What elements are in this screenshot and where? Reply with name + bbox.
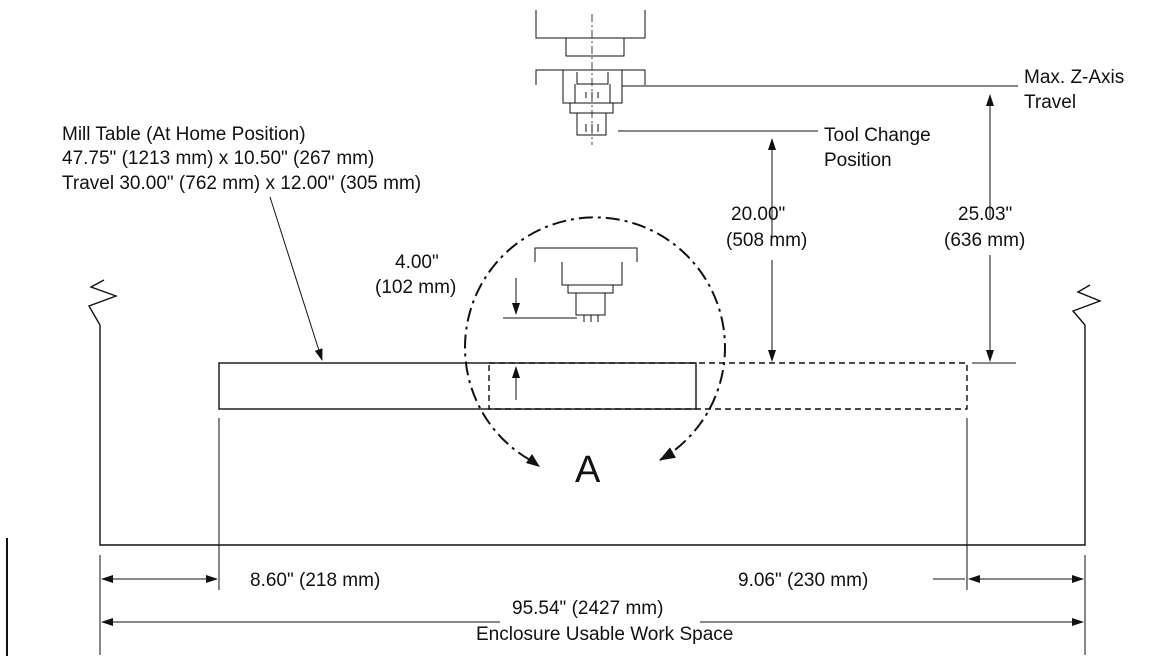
mill-table (218, 362, 697, 410)
dim-left-label: 8.60" (218 mm) (250, 570, 380, 591)
mill-table-title: Mill Table (At Home Position) (62, 124, 306, 145)
rotation-label: A (575, 449, 601, 491)
mill-table-size: 47.75" (1213 mm) x 10.50" (267 mm) (62, 148, 374, 169)
enclosure-label: Enclosure Usable Work Space (476, 624, 733, 645)
dim-20-mm: (508 mm) (726, 230, 807, 251)
dim-25-mm: (636 mm) (944, 230, 1025, 251)
dim-4-arrows (503, 278, 577, 400)
dim-4-mm: (102 mm) (375, 277, 456, 298)
max-z-label-2: Travel (1024, 92, 1076, 113)
tool-change-label-2: Position (824, 150, 892, 171)
spindle-upper (535, 10, 646, 145)
dim-total-label: 95.54" (2427 mm) (512, 598, 663, 619)
enclosure-walls (87, 279, 1102, 546)
mill-table-leader (269, 196, 323, 361)
spindle-lower (534, 247, 638, 322)
dim-right-label: 9.06" (230 mm) (738, 570, 868, 591)
rotation-a-symbol (464, 216, 726, 467)
tool-change-label-1: Tool Change (824, 125, 931, 146)
mill-table-travel: Travel 30.00" (762 mm) x 12.00" (305 mm) (62, 173, 421, 194)
dim-20-inch: 20.00" (731, 204, 785, 225)
dim-25-inch: 25.03" (958, 204, 1012, 225)
max-z-label-1: Max. Z-Axis (1024, 67, 1124, 88)
dim-4-inch: 4.00" (395, 252, 439, 273)
mill-table-travel-outline (488, 362, 968, 410)
